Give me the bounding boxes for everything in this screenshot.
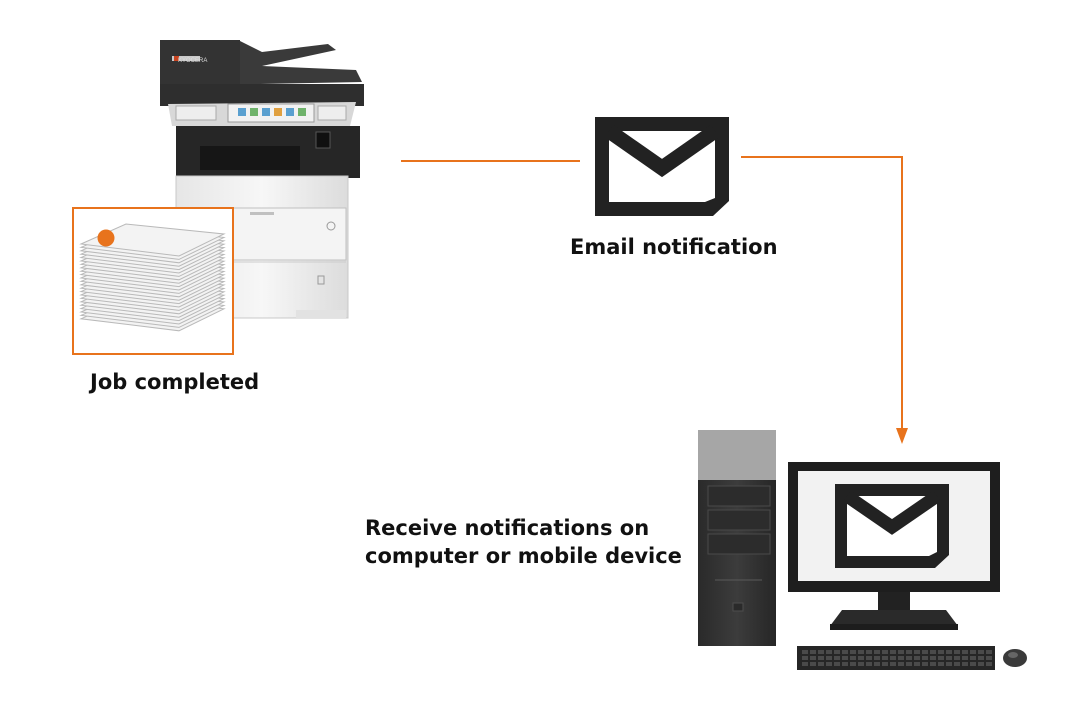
job-completed-label: Job completed <box>90 370 260 394</box>
keyboard-key <box>826 650 832 654</box>
keyboard-key <box>810 650 816 654</box>
keyboard-key <box>842 662 848 666</box>
keyboard-key <box>954 656 960 660</box>
keyboard-key <box>922 662 928 666</box>
keyboard-key <box>834 662 840 666</box>
keyboard-key <box>906 662 912 666</box>
keyboard-key <box>930 650 936 654</box>
keyboard-key <box>826 662 832 666</box>
computer-tower-icon <box>698 430 776 646</box>
keyboard-key <box>850 650 856 654</box>
keyboard-key <box>874 662 880 666</box>
keyboard-key <box>834 650 840 654</box>
keyboard-key <box>890 662 896 666</box>
keyboard-key <box>914 662 920 666</box>
keyboard-key <box>914 650 920 654</box>
keyboard-key <box>978 656 984 660</box>
keyboard-key <box>970 650 976 654</box>
keyboard-key <box>954 662 960 666</box>
keyboard-key <box>802 650 808 654</box>
keyboard-key <box>986 650 992 654</box>
keyboard-icon <box>797 646 995 670</box>
paper-sheet <box>79 223 226 257</box>
keyboard-key <box>954 650 960 654</box>
keyboard-key <box>882 650 888 654</box>
keyboard-key <box>834 656 840 660</box>
keyboard-key <box>962 656 968 660</box>
keyboard-key <box>858 656 864 660</box>
keyboard-key <box>978 662 984 666</box>
keyboard-key <box>882 656 888 660</box>
keyboard-key <box>866 650 872 654</box>
mouse-icon <box>1003 649 1027 667</box>
keyboard-key <box>930 656 936 660</box>
keyboard-key <box>858 650 864 654</box>
keyboard-key <box>802 656 808 660</box>
keyboard-key <box>874 650 880 654</box>
keyboard-key <box>850 656 856 660</box>
keyboard-key <box>858 662 864 666</box>
screen-envelope-icon <box>835 484 949 568</box>
receive-label-line1: Receive notifications on <box>365 516 650 540</box>
keyboard-key <box>962 650 968 654</box>
keyboard-key <box>898 656 904 660</box>
keyboard-key <box>898 650 904 654</box>
keyboard-key <box>922 656 928 660</box>
keyboard-key <box>898 662 904 666</box>
keyboard-key <box>826 656 832 660</box>
receive-label-line2: computer or mobile device <box>365 544 682 569</box>
envelope-icon <box>595 117 729 216</box>
keyboard-key <box>810 656 816 660</box>
keyboard-key <box>866 662 872 666</box>
keyboard-key <box>802 662 808 666</box>
keyboard-key <box>810 662 816 666</box>
keyboard-key <box>962 662 968 666</box>
keyboard-key <box>946 662 952 666</box>
keyboard-key <box>986 656 992 660</box>
printer-brand-text: KYOCERA <box>178 58 207 64</box>
keyboard-key <box>978 650 984 654</box>
keyboard-key <box>842 650 848 654</box>
keyboard-key <box>946 656 952 660</box>
keyboard-key <box>906 650 912 654</box>
keyboard-key <box>874 656 880 660</box>
keyboard-key <box>922 650 928 654</box>
keyboard-key <box>986 662 992 666</box>
email-notification-label: Email notification <box>570 235 778 259</box>
keyboard-key <box>970 662 976 666</box>
keyboard-key <box>914 656 920 660</box>
receive-notifications-label: Receive notifications on computer or mob… <box>365 514 682 571</box>
keyboard-key <box>938 662 944 666</box>
keyboard-key <box>938 656 944 660</box>
keyboard-key <box>890 650 896 654</box>
keyboard-key <box>906 656 912 660</box>
keyboard-key <box>842 656 848 660</box>
keyboard-key <box>890 656 896 660</box>
arrow-head-icon <box>896 428 908 444</box>
keyboard-key <box>882 662 888 666</box>
keyboard-key <box>938 650 944 654</box>
paper-stack-icon <box>72 207 234 355</box>
keyboard-key <box>818 656 824 660</box>
keyboard-key <box>850 662 856 666</box>
keyboard-key <box>866 656 872 660</box>
keyboard-key <box>946 650 952 654</box>
keyboard-key <box>818 650 824 654</box>
keyboard-key <box>930 662 936 666</box>
keyboard-key <box>818 662 824 666</box>
keyboard-key <box>970 656 976 660</box>
flow-connector <box>401 156 903 432</box>
desktop-computer-icon <box>788 462 1000 630</box>
